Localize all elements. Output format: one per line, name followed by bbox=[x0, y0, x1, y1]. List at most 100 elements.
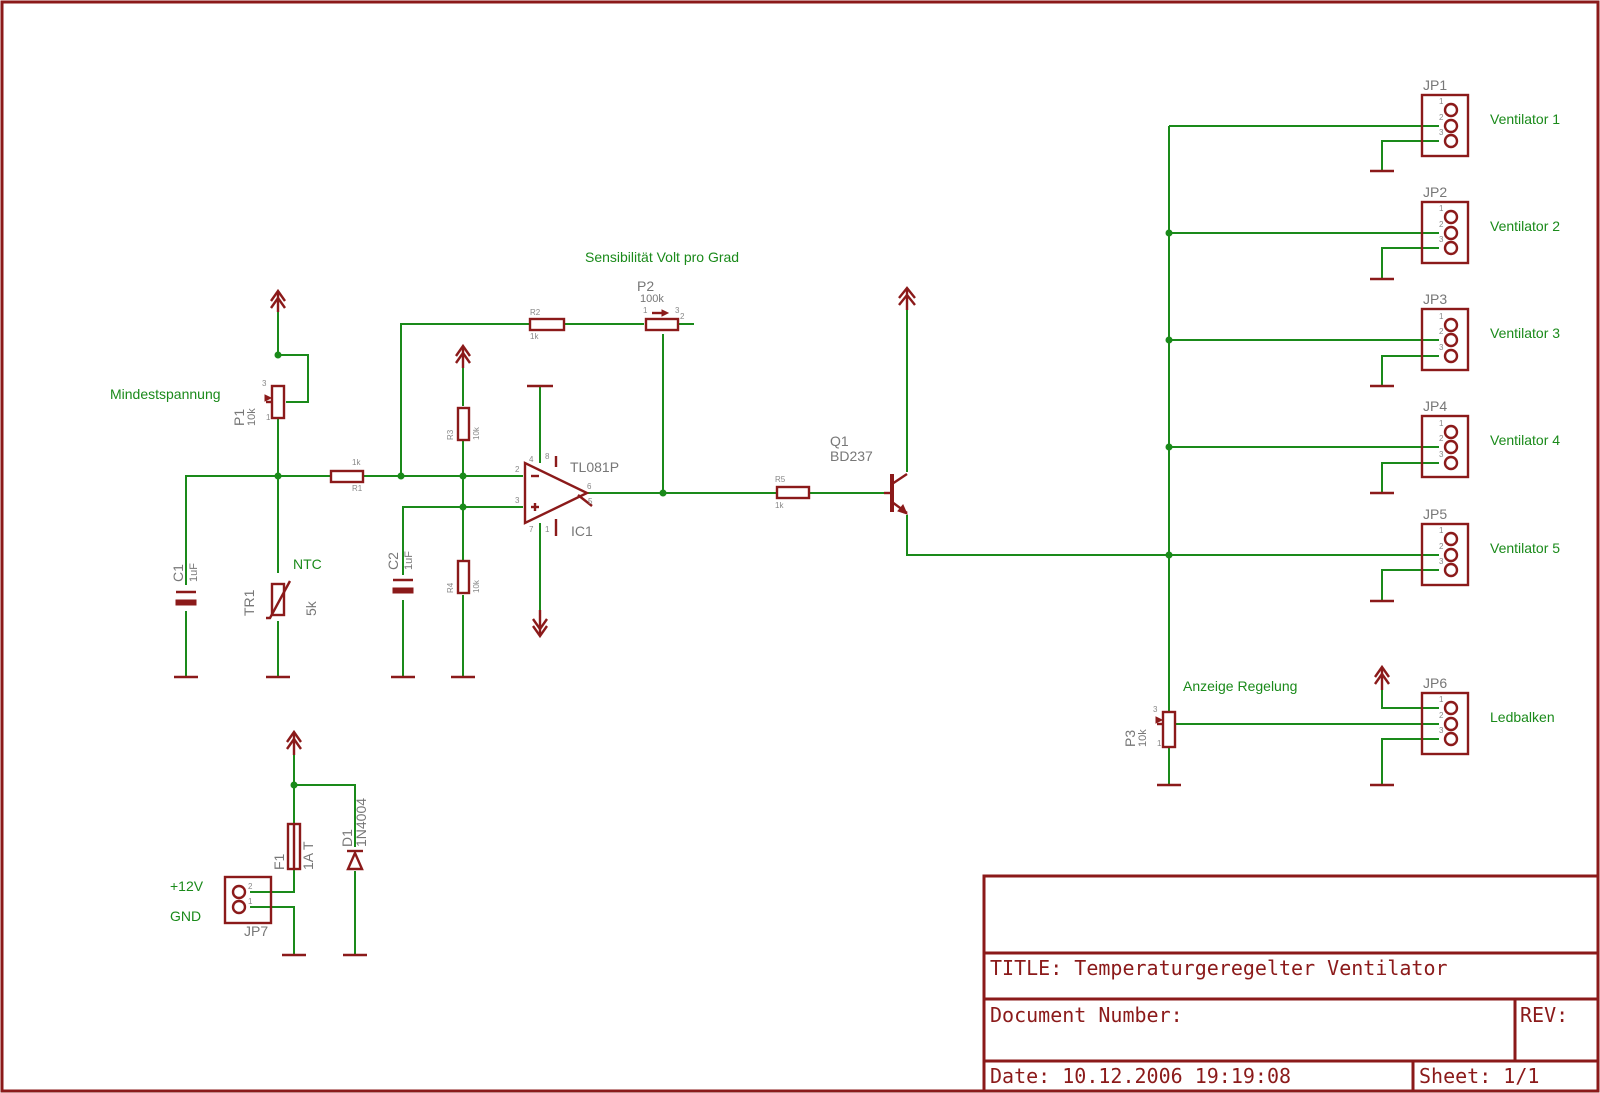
pin-label: 3 bbox=[1439, 235, 1444, 244]
c1-name: C1 bbox=[170, 564, 186, 582]
pin-label: 2 bbox=[248, 882, 253, 891]
r3-value: 10k bbox=[472, 426, 481, 440]
connector-jp7: 2 1 JP7 +12V GND bbox=[170, 875, 273, 939]
pin-label: 2 bbox=[680, 312, 685, 321]
pin-label: 3 bbox=[675, 306, 680, 315]
junctions bbox=[274, 229, 1173, 789]
pin-label: 2 bbox=[515, 465, 520, 474]
r5-value: 1k bbox=[775, 501, 784, 510]
connector-jp6: JP6 Ledbalken bbox=[1420, 675, 1555, 756]
p3-value: 10k bbox=[1137, 729, 1149, 747]
pin-label: 1 bbox=[266, 413, 271, 422]
resistor-r3: R3 10k bbox=[446, 406, 481, 442]
jp5-name: JP5 bbox=[1423, 506, 1447, 522]
thermistor-tr1: NTC TR1 5k bbox=[241, 556, 322, 620]
sensitivity-label: Sensibilität Volt pro Grad bbox=[585, 249, 739, 265]
opamp-ic1: TL081P IC1 2 3 6 4 8 7 5 1 bbox=[515, 452, 619, 539]
r3-name: R3 bbox=[446, 429, 455, 440]
document-number-label: Document Number: bbox=[990, 1003, 1183, 1027]
pin-label: 1 bbox=[248, 897, 253, 906]
jp4-name: JP4 bbox=[1423, 398, 1447, 414]
pin-label: 5 bbox=[588, 497, 593, 506]
pin-label: 2 bbox=[1439, 220, 1444, 229]
jp2-name: JP2 bbox=[1423, 184, 1447, 200]
vcc-arrow-icon bbox=[1374, 664, 1390, 690]
connector-jp5: JP5 Ventilator 5 bbox=[1420, 506, 1560, 587]
q1-value: BD237 bbox=[830, 448, 873, 464]
plus12v-label: +12V bbox=[170, 878, 204, 894]
pin-label: 2 bbox=[1439, 711, 1444, 720]
c2-name: C2 bbox=[385, 552, 401, 570]
sheet-number: Sheet: 1/1 bbox=[1419, 1064, 1539, 1088]
fan4-label: Ventilator 4 bbox=[1490, 432, 1560, 448]
pin-label: 2 bbox=[1439, 327, 1444, 336]
transistor-q1: Q1 BD237 bbox=[830, 433, 908, 515]
r1-value: 1k bbox=[352, 458, 361, 467]
capacitor-c2: C2 1uF bbox=[385, 551, 415, 594]
pin-label: 1 bbox=[1439, 312, 1444, 321]
d1-name: D1 bbox=[339, 829, 355, 847]
pin-label: 3 bbox=[1153, 705, 1158, 714]
vcc-arrow-icon bbox=[270, 288, 286, 312]
f1-name: F1 bbox=[271, 853, 287, 870]
pin-label: 1 bbox=[643, 306, 648, 315]
pin-label: 2 bbox=[1439, 434, 1444, 443]
ic1-name: IC1 bbox=[571, 523, 593, 539]
potentiometer-p2: P2 100k 1 3 2 Sensibilität Volt pro Grad bbox=[585, 249, 739, 332]
pin-label: 3 bbox=[1439, 450, 1444, 459]
date-text: Date: 10.12.2006 19:19:08 bbox=[990, 1064, 1291, 1088]
pin-label: 4 bbox=[529, 455, 534, 464]
tr1-name: TR1 bbox=[241, 589, 257, 616]
pin-label: 3 bbox=[1439, 557, 1444, 566]
led-bar-label: Ledbalken bbox=[1490, 709, 1555, 725]
connector-jp1: JP1 Ventilator 1 bbox=[1420, 77, 1560, 158]
jp7-name: JP7 bbox=[244, 923, 268, 939]
resistor-r4: R4 10k bbox=[446, 559, 481, 595]
title-text: TITLE: Temperaturgeregelter Ventilator bbox=[990, 956, 1448, 980]
ic1-value: TL081P bbox=[570, 459, 619, 475]
jp-pin-numbers: 1 2 3 1 2 3 1 2 3 1 2 3 1 2 3 1 2 3 bbox=[1439, 97, 1444, 735]
pin-label: 1 bbox=[1439, 419, 1444, 428]
pin-label: 1 bbox=[1439, 695, 1444, 704]
q1-name: Q1 bbox=[830, 433, 849, 449]
r4-name: R4 bbox=[446, 582, 455, 593]
vee-arrow-icon bbox=[532, 610, 548, 639]
vcc-arrow-icon bbox=[455, 343, 471, 368]
fan5-label: Ventilator 5 bbox=[1490, 540, 1560, 556]
pin-label: 3 bbox=[262, 379, 267, 388]
ntc-label: NTC bbox=[293, 556, 322, 572]
pin-label: 2 bbox=[1439, 542, 1444, 551]
vcc-arrow-icon bbox=[286, 729, 302, 755]
pin-label: 3 bbox=[1439, 343, 1444, 352]
connector-jp4: JP4 Ventilator 4 bbox=[1420, 398, 1560, 479]
jp3-name: JP3 bbox=[1423, 291, 1447, 307]
r2-name: R2 bbox=[530, 308, 541, 317]
resistor-r1: 1k R1 bbox=[329, 458, 365, 493]
p2-name: P2 bbox=[637, 278, 654, 294]
pin-label: 6 bbox=[587, 482, 592, 491]
min-voltage-label: Mindestspannung bbox=[110, 386, 221, 402]
pin-label: 1 bbox=[1439, 204, 1444, 213]
wires bbox=[185, 125, 1439, 955]
rev-label: REV: bbox=[1520, 1003, 1568, 1027]
p1-value: 10k bbox=[246, 408, 258, 426]
pin-label: 1 bbox=[545, 525, 550, 534]
diode-d1: D1 1N4004 bbox=[339, 798, 369, 871]
fuse-f1: F1 1A T bbox=[271, 822, 316, 871]
vcc-arrow-icon bbox=[898, 286, 916, 310]
fan2-label: Ventilator 2 bbox=[1490, 218, 1560, 234]
d1-value: 1N4004 bbox=[353, 798, 369, 847]
potentiometer-p1: Mindestspannung P1 10k 3 1 bbox=[110, 379, 286, 426]
potentiometer-p3: Anzeige Regelung P3 10k 3 1 bbox=[1122, 678, 1297, 749]
pin-label: 2 bbox=[1439, 113, 1444, 122]
r5-name: R5 bbox=[775, 475, 786, 484]
pin-label: 3 bbox=[515, 496, 520, 505]
connector-jp3: JP3 Ventilator 3 bbox=[1420, 291, 1560, 372]
p3-name: P3 bbox=[1122, 730, 1138, 747]
title-block: TITLE: Temperaturgeregelter Ventilator D… bbox=[982, 874, 1600, 1093]
pin-label: 1 bbox=[1439, 97, 1444, 106]
p2-value: 100k bbox=[640, 293, 664, 305]
